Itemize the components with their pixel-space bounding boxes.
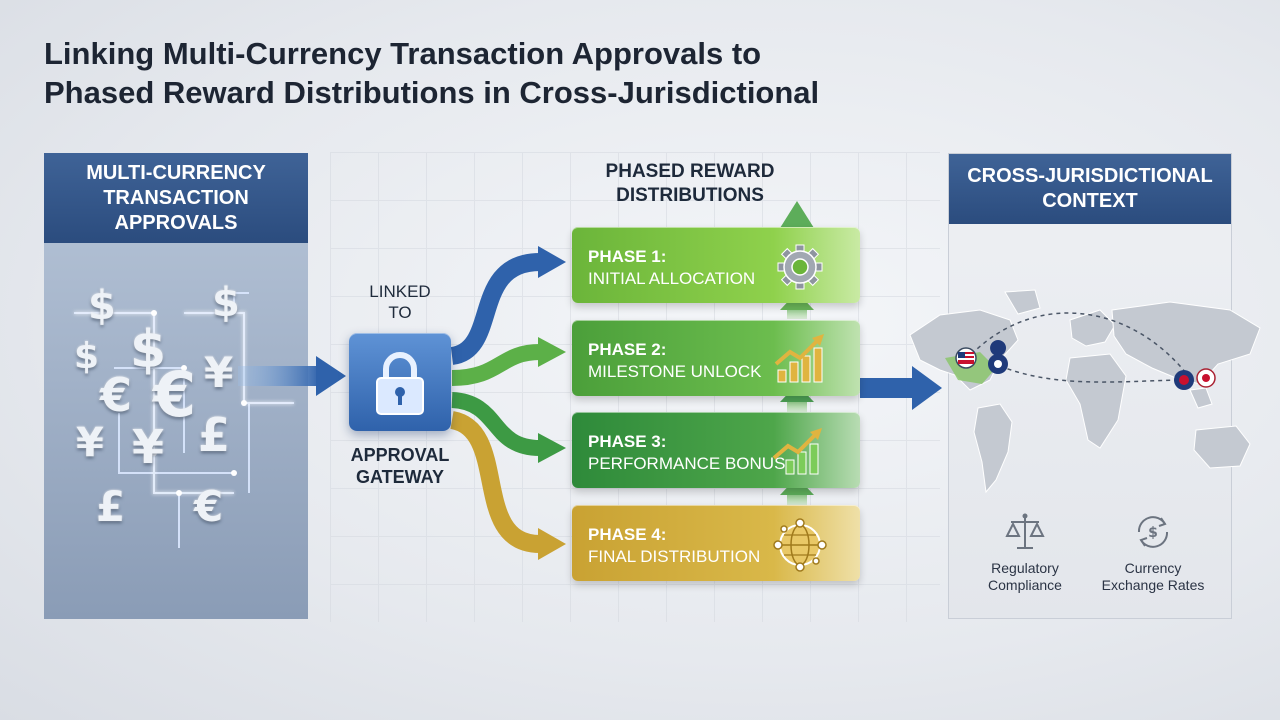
label-line: Exchange Rates	[1101, 577, 1205, 593]
dollar-symbol: $	[88, 283, 116, 329]
growth-chart-icon	[772, 428, 822, 475]
cross-jurisdictional-panel: CROSS-JURISDICTIONAL CONTEXT	[948, 153, 1232, 619]
heading-line: DISTRIBUTIONS	[616, 185, 764, 206]
currency-exchange-icon: $	[1137, 516, 1169, 548]
gateway-line: GATEWAY	[355, 467, 444, 487]
yen-symbol: ¥	[132, 420, 165, 474]
page-title: Linking Multi-Currency Transaction Appro…	[44, 34, 944, 112]
input-arrow	[238, 356, 346, 396]
world-map	[909, 289, 1261, 494]
scales-icon	[1005, 513, 1045, 549]
label-line: Currency	[1124, 560, 1182, 576]
location-pin	[988, 340, 1008, 376]
phase-1-card: PHASE 1: INITIAL ALLOCATION	[572, 227, 860, 303]
heading-line: PHASED REWARD	[605, 161, 775, 182]
dollar-symbol: $	[130, 320, 167, 380]
arrow-to-phase-1	[449, 253, 541, 365]
currency-approvals-heading: MULTI-CURRENCY TRANSACTION APPROVALS	[44, 153, 308, 243]
linked-to-label: LINKED TO	[352, 281, 448, 323]
heading-line: CONTEXT	[1042, 190, 1138, 212]
phase-name: PERFORMANCE BONUS	[588, 454, 786, 473]
title-line-1: Linking Multi-Currency Transaction Appro…	[44, 36, 762, 71]
pound-symbol: £	[198, 408, 231, 462]
phase-name: INITIAL ALLOCATION	[588, 269, 756, 288]
phase-name: FINAL DISTRIBUTION	[588, 547, 761, 566]
padlock-icon	[376, 352, 424, 415]
globe-network-icon	[773, 518, 827, 572]
heading-line: TRANSACTION	[103, 186, 249, 209]
arrow-to-phase-4	[449, 411, 541, 553]
regulatory-compliance-label: Regulatory Compliance	[975, 560, 1075, 594]
euro-symbol: €	[194, 482, 224, 531]
linked-line: LINKED	[369, 282, 431, 301]
label-line: Regulatory	[991, 560, 1059, 576]
circuit-lines	[74, 292, 294, 548]
pound-symbol: £	[96, 482, 126, 531]
heading-line: MULTI-CURRENCY	[86, 161, 266, 184]
gateway-line: APPROVAL	[350, 445, 450, 465]
svg-text:$: $	[1148, 525, 1158, 541]
cross-jurisdictional-heading: CROSS-JURISDICTIONAL CONTEXT	[949, 154, 1231, 224]
approval-gateway-box	[349, 333, 451, 431]
yen-symbol: ¥	[76, 420, 104, 466]
heading-line: APPROVALS	[114, 211, 238, 234]
currency-exchange-rates-label: Currency Exchange Rates	[1093, 560, 1213, 594]
gear-icon	[777, 244, 823, 290]
output-arrow	[860, 366, 942, 410]
phase-label: PHASE 4:	[588, 525, 667, 544]
growth-chart-icon	[774, 334, 824, 383]
japan-flag-pin	[1174, 368, 1216, 390]
phase-2-card: PHASE 2: MILESTONE UNLOCK	[572, 320, 860, 396]
phase-name: MILESTONE UNLOCK	[588, 362, 762, 381]
euro-symbol: €	[153, 358, 197, 431]
arrow-to-phase-2	[451, 344, 541, 386]
heading-line: CROSS-JURISDICTIONAL	[967, 165, 1213, 187]
phase-label: PHASE 1:	[588, 247, 667, 266]
dollar-symbol: $	[212, 280, 240, 326]
phase-label: PHASE 3:	[588, 432, 667, 451]
phase-3-card: PHASE 3: PERFORMANCE BONUS	[572, 412, 860, 488]
us-flag-pin	[955, 347, 977, 369]
approval-gateway-label: APPROVAL GATEWAY	[330, 444, 470, 488]
phase-label: PHASE 2:	[588, 340, 667, 359]
label-line: Compliance	[988, 577, 1062, 593]
linked-line: TO	[388, 303, 412, 322]
phased-rewards-heading: PHASED REWARD DISTRIBUTIONS	[580, 160, 800, 208]
phase-4-card: PHASE 4: FINAL DISTRIBUTION	[572, 505, 860, 581]
dollar-symbol: $	[74, 336, 100, 377]
title-line-2: Phased Reward Distributions in Cross-Jur…	[44, 75, 820, 110]
arrow-to-phase-3	[451, 392, 541, 456]
euro-symbol: €	[100, 368, 133, 422]
yen-symbol: ¥	[204, 348, 234, 397]
